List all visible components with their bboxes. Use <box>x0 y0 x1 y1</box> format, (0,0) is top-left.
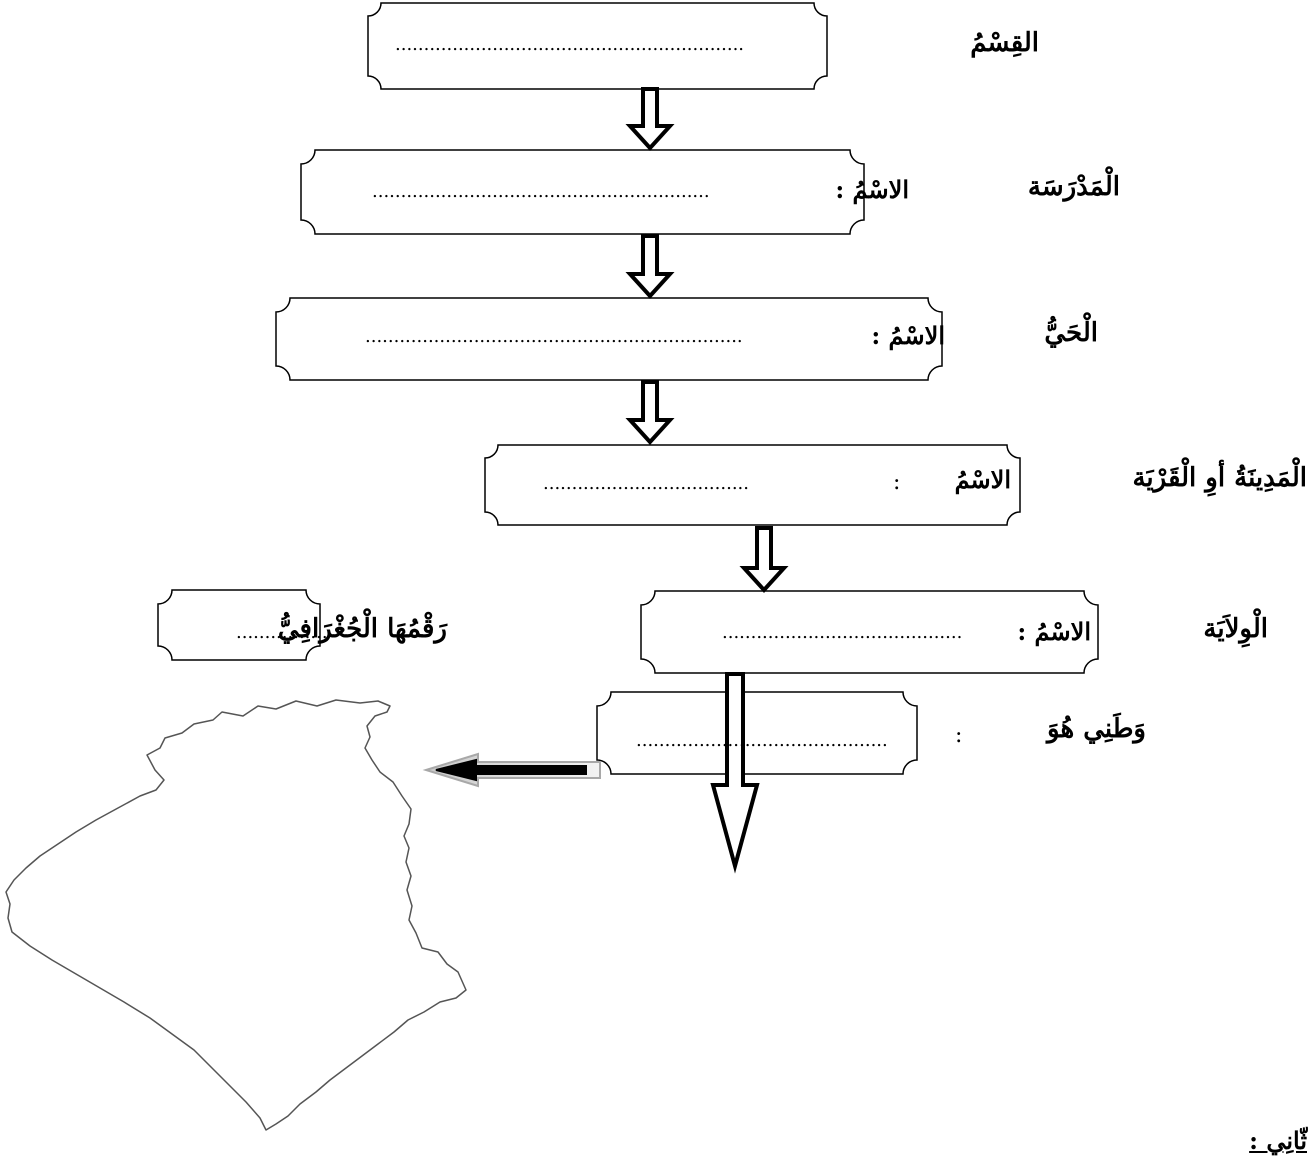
city-colon: : <box>893 470 901 495</box>
section-label: القِسْمُ <box>970 28 1039 58</box>
district-label: الْحَيُّ <box>1044 318 1098 348</box>
arrow-down-icon <box>625 234 675 299</box>
geo-number-input-line[interactable]: ................ <box>236 624 328 642</box>
section-input-line[interactable]: ........................................… <box>395 36 745 54</box>
arrow-down-icon <box>625 87 675 151</box>
district-input-line[interactable]: ........................................… <box>365 328 743 346</box>
province-input-line[interactable]: ........................................… <box>722 624 963 642</box>
homeland-input-line[interactable]: ........................................… <box>636 732 888 750</box>
school-name-prefix: الاسْمُ : <box>835 175 909 204</box>
city-box <box>484 444 1021 526</box>
province-box <box>640 590 1099 674</box>
arrow-down-long-icon <box>710 672 760 874</box>
district-name-prefix: الاسْمُ : <box>871 321 945 350</box>
province-label: الْوِلاَيَة <box>1203 614 1268 644</box>
city-label: الْمَدِينَةُ أوِ الْقَرْيَة <box>1132 463 1307 493</box>
school-label: الْمَدْرَسَة <box>1027 172 1120 202</box>
arrow-left-icon <box>435 758 587 782</box>
arrow-down-icon <box>739 526 789 593</box>
school-input-line[interactable]: ........................................… <box>372 183 710 201</box>
city-input-line[interactable]: .................................... <box>543 475 749 493</box>
homeland-box <box>596 691 918 775</box>
district-box <box>275 297 943 381</box>
section-box <box>367 2 828 90</box>
homeland-colon: : <box>955 723 963 748</box>
arrow-down-icon <box>625 380 675 445</box>
city-name-prefix: الاسْمُ <box>954 465 1011 494</box>
homeland-label: وَطَنِي هُوَ <box>1047 714 1146 744</box>
algeria-map-icon <box>5 699 467 1131</box>
school-box <box>300 149 865 235</box>
province-name-prefix: الاسْمُ : <box>1017 617 1091 646</box>
geo-number-box <box>157 589 321 661</box>
geo-number-label: رَقْمُهَا الْجُغْرَافِيُّ <box>277 614 447 644</box>
footer-heading: ثّانِي : <box>1249 1126 1307 1155</box>
